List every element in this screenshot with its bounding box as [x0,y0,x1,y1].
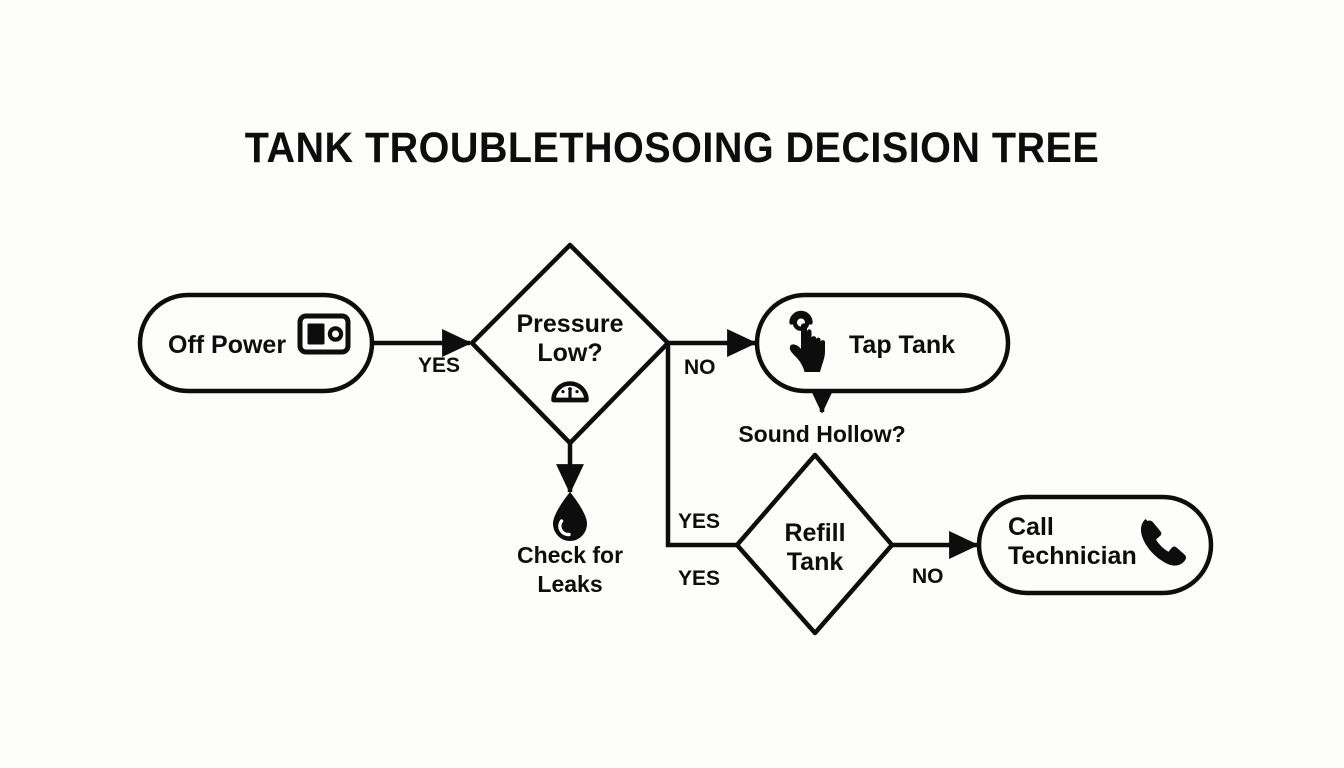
node-off-power[interactable]: Off Power [137,292,375,394]
sound-hollow-label: Sound Hollow? [738,421,905,447]
call-technician-label-line1: Call [1008,513,1054,541]
edge-label-no-pressure: NO [684,356,716,379]
phone-handset-icon [1140,519,1187,566]
page-title: TANK TROUBLETHOSOING DECISION TREE [244,124,1100,172]
pressure-low-label-line2: Low? [537,339,602,367]
check-for-leaks-label-line2: Leaks [537,571,602,597]
node-sound-hollow[interactable]: Sound Hollow? [738,421,905,447]
call-technician-shape[interactable] [976,494,1214,596]
off-power-shape[interactable] [137,292,375,394]
check-for-leaks-label-line1: Check for [517,542,623,568]
gauge-icon [551,381,589,403]
edge-label-yes-offpower: YES [418,354,460,377]
off-power-label: Off Power [168,331,286,359]
call-technician-label-line2: Technician [1008,542,1137,570]
node-pressure-low[interactable]: Pressure Low? [469,242,671,446]
refill-tank-label-line2: Tank [787,548,844,576]
edge-label-yes-refill-lower: YES [678,567,720,590]
node-call-technician[interactable]: Call Technician [976,494,1214,596]
pressure-low-label-line1: Pressure [516,310,623,338]
toggle-switch-icon [297,313,351,355]
node-tap-tank[interactable]: Tap Tank [754,292,1011,394]
water-droplet-icon [553,492,587,541]
refill-tank-label-line1: Refill [784,519,845,547]
node-check-for-leaks[interactable]: Check for Leaks [517,492,623,597]
node-refill-tank[interactable]: Refill Tank [734,452,895,636]
pressure-low-shape[interactable] [469,242,671,446]
edge-label-no-calltech: NO [912,565,944,588]
tap-gesture-icon [789,310,825,372]
edge-label-yes-refill-upper: YES [678,510,720,533]
refill-tank-shape[interactable] [734,452,895,636]
tap-tank-label: Tap Tank [849,331,955,359]
edge-pressure-refill [665,343,737,548]
